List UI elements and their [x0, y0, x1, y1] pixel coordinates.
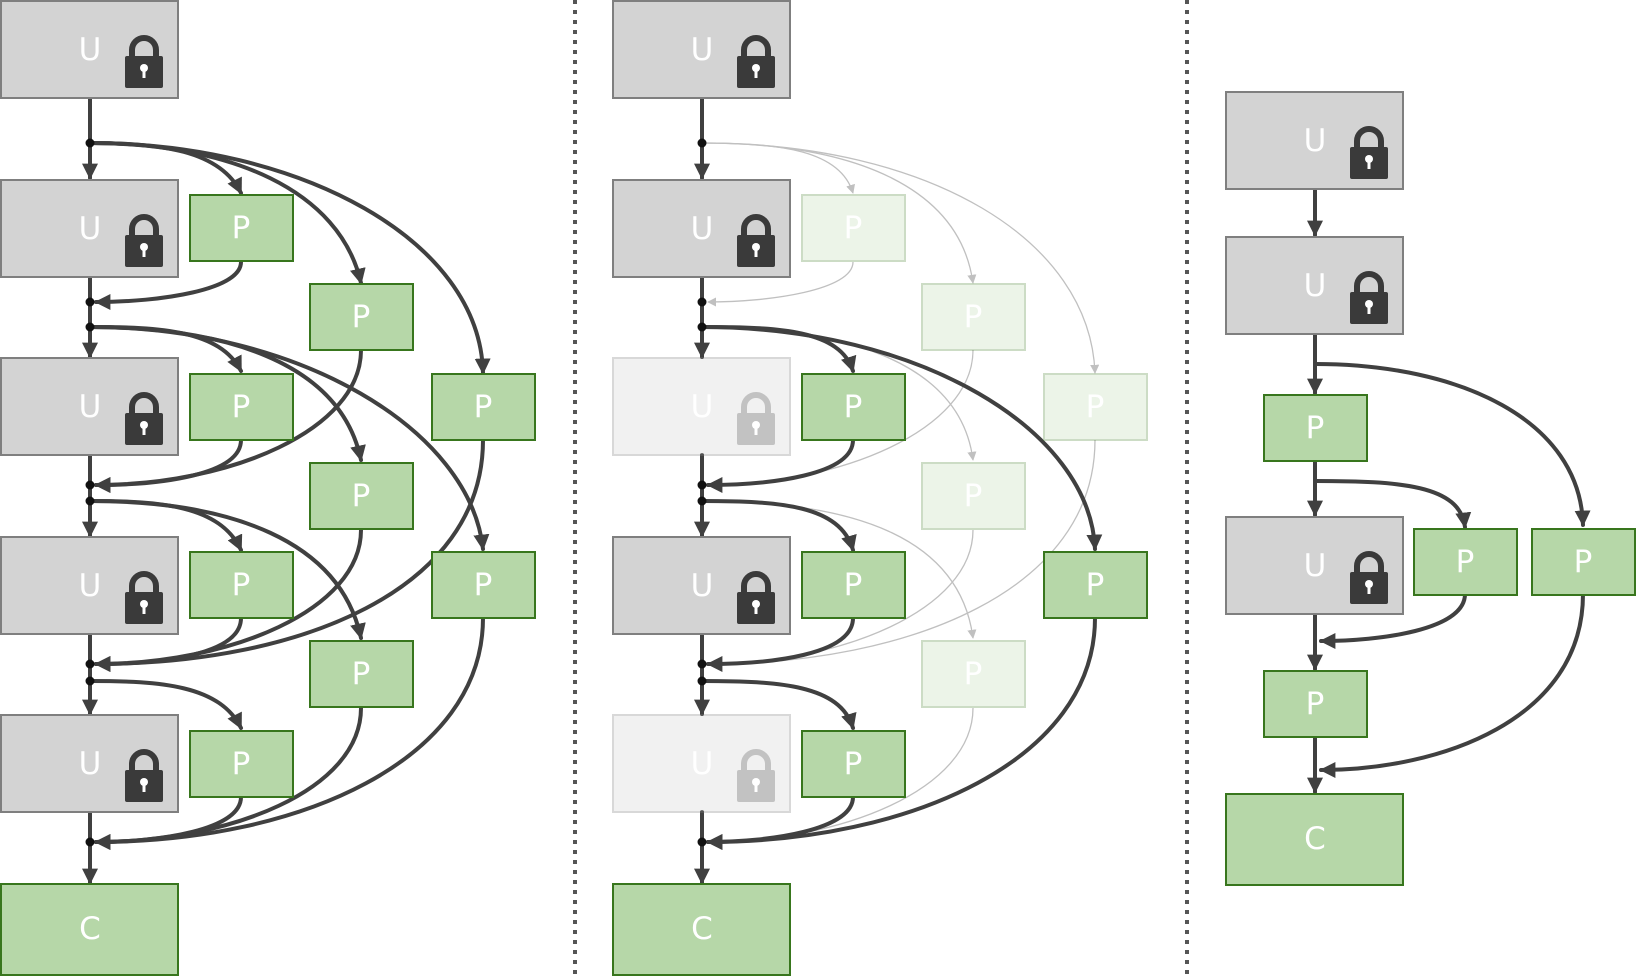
trainable-label: P — [1086, 567, 1105, 603]
frozen-block: U — [0, 179, 179, 278]
trainable-label: P — [964, 656, 983, 692]
trainable-label: P — [1306, 686, 1325, 722]
junctions — [697, 138, 707, 847]
trainable-block — [189, 373, 294, 441]
frozen-label: U — [1304, 548, 1327, 584]
frozen-block-faded: U — [612, 714, 791, 813]
trainable-block — [1043, 551, 1148, 619]
trainable-block — [1413, 528, 1518, 596]
frozen-label: U — [79, 211, 102, 247]
trainable-block — [801, 730, 906, 798]
frozen-label: U — [691, 32, 714, 68]
frozen-block: U — [0, 536, 179, 635]
frozen-label: U — [79, 568, 102, 604]
trainable-label: P — [232, 210, 251, 246]
frozen-label: U — [1304, 268, 1327, 304]
frozen-block: U — [1225, 236, 1404, 335]
trainable-label: P — [1306, 410, 1325, 446]
trainable-block — [801, 373, 906, 441]
trainable-label: P — [474, 389, 493, 425]
trainable-label: P — [844, 746, 863, 782]
trainable-block — [1531, 528, 1636, 596]
frozen-label: U — [691, 389, 714, 425]
frozen-label: U — [691, 568, 714, 604]
junctions — [85, 138, 95, 847]
frozen-block: U — [612, 179, 791, 278]
edges — [1307, 187, 1591, 794]
trainable-label: P — [964, 478, 983, 514]
trainable-label: P — [232, 389, 251, 425]
trainable-label: P — [232, 567, 251, 603]
trainable-block-faded — [921, 462, 1026, 530]
trainable-label: P — [232, 746, 251, 782]
frozen-block: U — [612, 0, 791, 99]
trainable-block — [309, 283, 414, 351]
panel-compact: U U U P P P P C — [1225, 91, 1636, 886]
trainable-block-faded — [921, 283, 1026, 351]
frozen-block: U — [0, 357, 179, 456]
trainable-block — [801, 551, 906, 619]
panel-pruned: U U U U U — [612, 0, 1148, 976]
classifier-block — [1225, 793, 1404, 886]
faded-trainable-blocks: P P P P P — [801, 194, 1148, 708]
trainable-label: P — [1456, 544, 1475, 580]
trainable-block — [309, 640, 414, 708]
frozen-block: U — [0, 0, 179, 99]
edges — [82, 96, 491, 885]
frozen-block: U — [1225, 91, 1404, 190]
trainable-block — [1263, 394, 1368, 462]
frozen-block-faded: U — [612, 357, 791, 456]
trainable-label: P — [352, 299, 371, 335]
trainable-block — [1263, 670, 1368, 738]
trainable-label: P — [1574, 544, 1593, 580]
edges — [694, 96, 1103, 885]
frozen-label: U — [691, 211, 714, 247]
frozen-label: U — [691, 746, 714, 782]
panel-dense: U U U U U — [0, 0, 536, 976]
frozen-block: U — [0, 714, 179, 813]
frozen-label: U — [1304, 123, 1327, 159]
trainable-block — [309, 462, 414, 530]
classifier-block — [612, 883, 791, 976]
frozen-label: U — [79, 746, 102, 782]
trainable-block — [189, 551, 294, 619]
trainable-label: P — [352, 656, 371, 692]
trainable-block-faded — [801, 194, 906, 262]
trainable-block-faded — [1043, 373, 1148, 441]
frozen-label: U — [79, 389, 102, 425]
trainable-label: P — [1086, 389, 1105, 425]
trainable-label: P — [964, 299, 983, 335]
trainable-block — [189, 194, 294, 262]
trainable-block — [431, 373, 536, 441]
trainable-label: P — [844, 210, 863, 246]
trainable-label: P — [352, 478, 371, 514]
trainable-block-faded — [921, 640, 1026, 708]
frozen-block: U — [612, 536, 791, 635]
classifier-label: C — [691, 911, 713, 947]
classifier-block — [0, 883, 179, 976]
frozen-block: U — [1225, 516, 1404, 615]
trainable-label: P — [844, 389, 863, 425]
frozen-label: U — [79, 32, 102, 68]
trainable-block — [431, 551, 536, 619]
classifier-label: C — [79, 911, 101, 947]
trainable-label: P — [844, 567, 863, 603]
trainable-label: P — [474, 567, 493, 603]
classifier-label: C — [1304, 821, 1326, 857]
trainable-block — [189, 730, 294, 798]
